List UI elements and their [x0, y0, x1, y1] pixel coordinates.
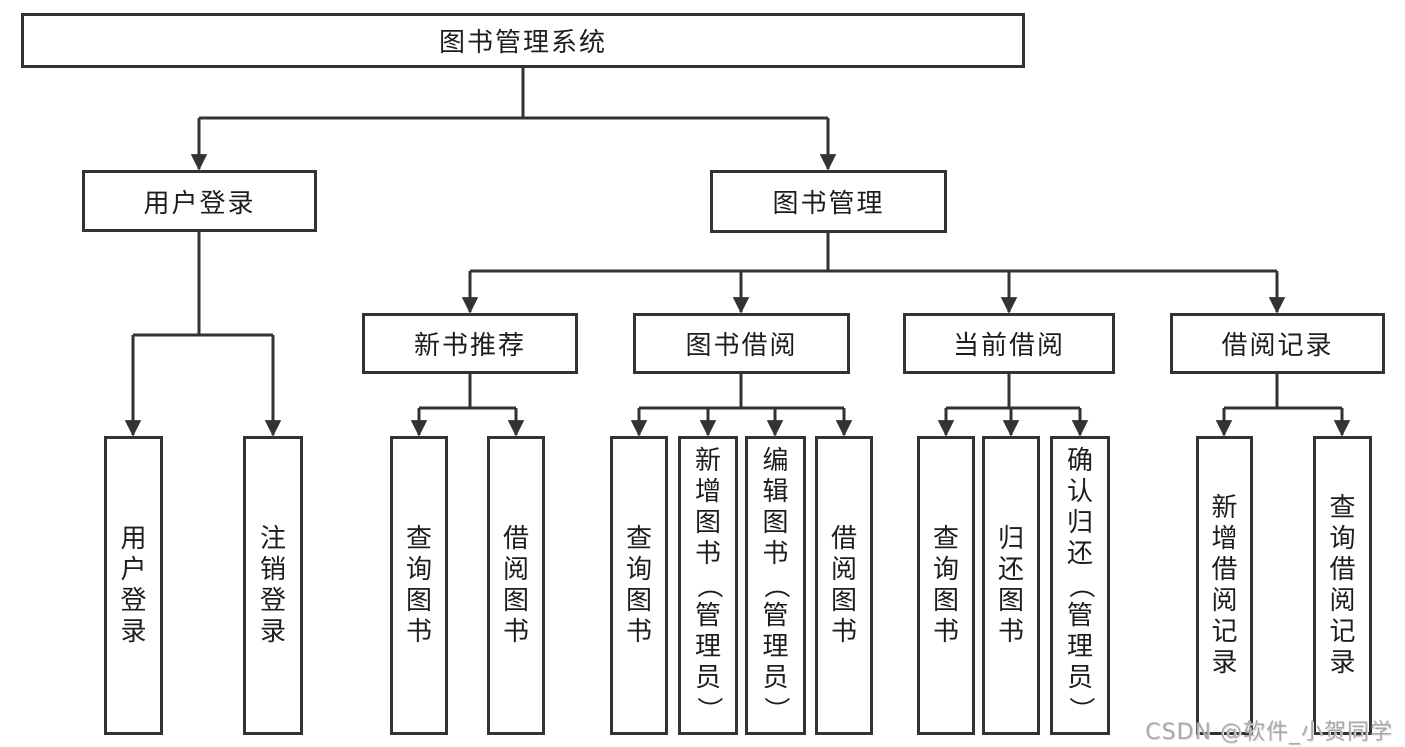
- leaf-nb-borrow-books-label: 借阅图书: [502, 523, 529, 647]
- watermark: CSDN @软件_小贺同学: [1145, 720, 1393, 745]
- connector-book-borrow-to-children: [630, 374, 853, 437]
- leaf-logout-login: 注销登录: [243, 436, 303, 735]
- leaf-bb-add-books-admin: 新增图书（管理员）: [678, 436, 738, 735]
- connector-user-login-to-children: [124, 232, 282, 437]
- leaf-bb-query-books-label: 查询图书: [625, 523, 652, 647]
- leaf-cb-return-books-label: 归还图书: [997, 523, 1024, 647]
- node-current-borrow: 当前借阅: [903, 313, 1115, 374]
- leaf-bb-edit-books-admin: 编辑图书（管理员）: [745, 436, 806, 735]
- leaf-cb-confirm-return-admin-label: 确认归还（管理员）: [1065, 446, 1096, 723]
- connector-root-to-level2: [190, 68, 837, 171]
- connector-book-management-to-level3: [461, 233, 1286, 314]
- node-current-borrow-label: 当前借阅: [952, 331, 1065, 361]
- leaf-user-login: 用户登录: [104, 436, 163, 735]
- leaf-nb-borrow-books: 借阅图书: [487, 436, 545, 735]
- node-new-book-recommendation: 新书推荐: [362, 313, 578, 374]
- leaf-br-add-record: 新增借阅记录: [1196, 436, 1253, 735]
- leaf-cb-query-books: 查询图书: [917, 436, 975, 735]
- node-root: 图书管理系统: [21, 13, 1025, 68]
- node-borrow-records-label: 借阅记录: [1221, 331, 1334, 361]
- node-book-borrow-label: 图书借阅: [685, 331, 798, 361]
- node-book-management: 图书管理: [710, 170, 947, 233]
- leaf-br-query-record: 查询借阅记录: [1313, 436, 1372, 735]
- node-user-login-label: 用户登录: [143, 188, 256, 219]
- leaf-nb-query-books-label: 查询图书: [405, 523, 432, 647]
- leaf-br-query-record-label: 查询借阅记录: [1329, 492, 1356, 678]
- leaf-bb-query-books: 查询图书: [610, 436, 668, 735]
- node-book-management-label: 图书管理: [772, 189, 885, 219]
- connector-borrow-records-to-children: [1215, 374, 1351, 437]
- connector-new-book-to-children: [410, 374, 525, 437]
- node-book-borrow: 图书借阅: [633, 313, 850, 374]
- leaf-cb-confirm-return-admin: 确认归还（管理员）: [1050, 436, 1110, 735]
- leaf-logout-login-label: 注销登录: [259, 523, 286, 647]
- leaf-bb-borrow-books-label: 借阅图书: [830, 523, 857, 647]
- leaf-user-login-label: 用户登录: [120, 523, 147, 647]
- node-borrow-records: 借阅记录: [1170, 313, 1385, 374]
- leaf-bb-edit-books-admin-label: 编辑图书（管理员）: [760, 446, 791, 723]
- leaf-nb-query-books: 查询图书: [390, 436, 448, 735]
- connector-current-borrow-to-children: [937, 374, 1089, 437]
- leaf-br-add-record-label: 新增借阅记录: [1211, 492, 1238, 678]
- node-new-book-recommendation-label: 新书推荐: [413, 331, 526, 361]
- node-root-label: 图书管理系统: [438, 28, 607, 58]
- node-user-login: 用户登录: [82, 170, 317, 232]
- leaf-cb-return-books: 归还图书: [982, 436, 1040, 735]
- leaf-bb-add-books-admin-label: 新增图书（管理员）: [693, 446, 724, 723]
- leaf-bb-borrow-books: 借阅图书: [815, 436, 873, 735]
- leaf-cb-query-books-label: 查询图书: [932, 523, 959, 647]
